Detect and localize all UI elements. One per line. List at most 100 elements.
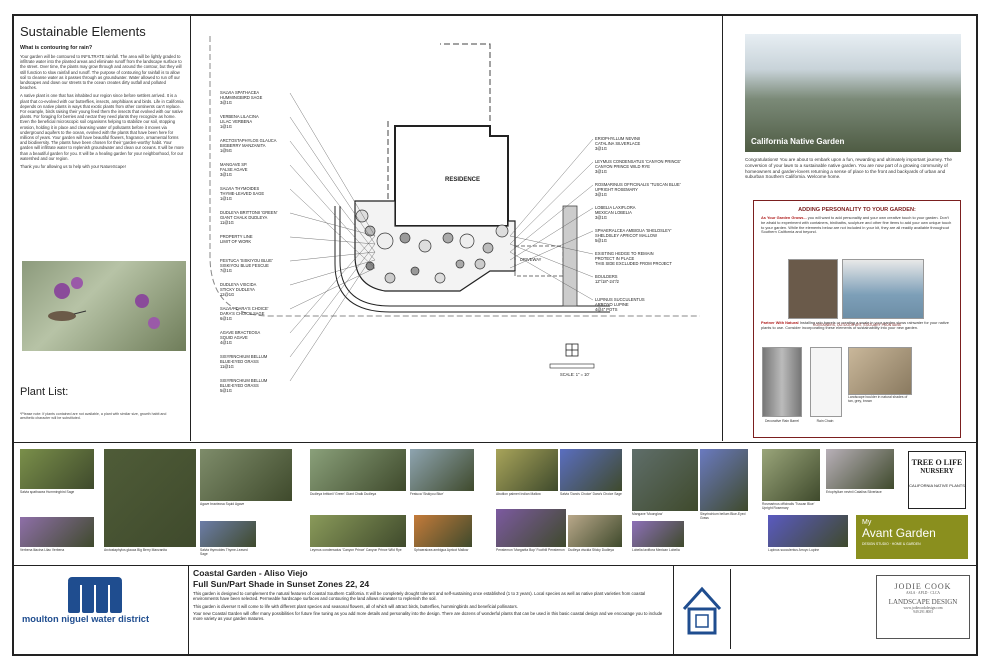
desc-para-2: This garden is diverse! It will come to … (193, 603, 518, 609)
tol-line2: NURSERY (920, 467, 954, 475)
personality-box: ADDING PERSONALITY TO YOUR GARDEN: As Yo… (753, 200, 961, 438)
plant-caption: Lupinus succulentus Arroyo Lupine (768, 548, 820, 552)
jc-phone: 949.291.8003 (913, 610, 933, 614)
scale-label: SCALE: 1" = 10' (560, 372, 590, 377)
title-block: moulton niguel water district Coastal Ga… (14, 565, 976, 655)
partner-text: Partner With Natural Installing rain bar… (761, 320, 953, 331)
personality-body: you will want to add personality and you… (761, 215, 952, 235)
garden-description: Coastal Garden - Aliso Viejo Full Sun/Pa… (188, 565, 674, 655)
substitution-note: *Please note: If plants contained are no… (20, 412, 167, 420)
site-plan: RESIDENCE DRIVEWAY (190, 16, 723, 441)
plant-caption: Verbena lilacina Lilac Verbena (20, 548, 65, 552)
partner-label: Partner With Natural (761, 320, 799, 326)
personality-title: ADDING PERSONALITY TO YOUR GARDEN: (798, 207, 916, 213)
plant-photo (104, 449, 196, 547)
sheet-border (12, 14, 978, 656)
avant-line2: Avant Garden (862, 526, 936, 540)
tree-of-life-logo: TREE O LIFE NURSERY CALIFORNIA NATIVE PL… (908, 451, 966, 509)
avant-line1: My (862, 519, 872, 526)
boulder-photo (848, 347, 912, 395)
jodie-cook-logo: JODIE COOK ASLA · APLD · CLCA LANDSCAPE … (876, 575, 970, 639)
native-plant-text: A native plant is one that has inhabited… (20, 93, 184, 161)
avant-line3: DESIGN STUDIO · HOME & GARDEN (862, 542, 921, 546)
jc-name: JODIE COOK (894, 582, 952, 591)
plant-photo (410, 449, 474, 491)
personality-text: As Your Garden Grows... you will want to… (761, 215, 953, 235)
tol-line1: TREE O LIFE (911, 458, 963, 467)
plant-caption: Lobelia laxiflora Mexican Lobelia (632, 548, 680, 552)
mnwd-logo (20, 571, 188, 635)
left-panel: Sustainable Elements What is contouring … (14, 16, 191, 441)
jc-title: LANDSCAPE DESIGN (888, 598, 958, 606)
plant-caption: Rosmarinus officinalis 'Tuscan Blue' Upr… (762, 502, 815, 510)
garden-title: Coastal Garden - Aliso Viejo (193, 568, 308, 578)
jc-creds: ASLA · APLD · CLCA (906, 591, 940, 595)
plant-caption: Arctostaphylos glauca Big Berry Manzanit… (104, 548, 167, 552)
containers-photo (842, 259, 924, 319)
thanks-text: Thank you for allowing us to help with y… (20, 164, 126, 170)
plant-symbols (355, 209, 509, 284)
plant-photo (560, 449, 622, 491)
plant-photo (768, 515, 848, 547)
plant-callout: LEYMUS CONDENSATUS 'CANYON PRINCE'CANYON… (595, 159, 681, 174)
congrats-text: Congratulations! You are about to embark… (745, 157, 952, 180)
plant-photo (496, 509, 566, 547)
desc-para-3: Your new Coastal Garden will offer many … (193, 610, 663, 622)
rain-chain-caption: Rain Chain (816, 419, 834, 423)
tol-line3: CALIFORNIA NATIVE PLANTS (909, 483, 965, 488)
plant-caption: Salvia thymoides Thyme-Leaved Sage (200, 548, 248, 556)
residence-label: RESIDENCE (445, 177, 480, 183)
rain-barrel-photo (762, 347, 802, 417)
plant-caption: Salvia spathacea Hummingbird Sage (20, 490, 75, 494)
plant-caption: Penstemon 'Margarita Bop' Foothill Penst… (496, 548, 565, 552)
plant-photo (310, 449, 406, 491)
rain-barrel-caption: Decorative Rain Barrel (764, 419, 800, 423)
plant-list-heading: Plant List: (20, 386, 69, 398)
plant-caption: Leymus condensatus 'Canyon Prince' Canyo… (310, 548, 402, 552)
plant-photo (200, 449, 292, 501)
plant-photo (700, 449, 748, 511)
plant-caption: Dudleya viscida Sticky Dudleya (568, 548, 614, 552)
district-name: moulton niguel water district (22, 614, 150, 624)
plant-callout: FESTUCA 'SISKIYOU BLUE'SISKIYOU BLUE FES… (220, 258, 273, 273)
containers-caption: CONTAINERS, OUTDOOR ART, STATUARY FOUNTA… (813, 323, 901, 327)
plant-caption: Sphaeralcea ambigua Apricot Mallow (414, 548, 469, 552)
boulder-caption: Landscape boulder in natural shades of t… (848, 395, 908, 403)
plant-callout: SALVIA 'DARA'S CHOICE'DARA'S CHOICE SAGE… (220, 306, 269, 321)
driveway-label: DRIVEWAY (520, 257, 542, 262)
plant-photo (632, 449, 698, 511)
plant-photo (826, 449, 894, 489)
plant-photo (20, 517, 94, 547)
desc-para-1: This garden is designed to complement th… (193, 591, 646, 602)
plant-caption: Salvia 'Dara's Choice' Dara's Choice Sag… (560, 492, 622, 496)
plant-caption: Sisyrinchium bellum Blue-Eyed Grass (700, 512, 746, 520)
hummingbird-photo (22, 261, 186, 351)
wall-art-photo (788, 259, 838, 319)
right-panel: California Native Garden Congratulations… (723, 16, 976, 441)
plant-photo (496, 449, 558, 491)
avant-garden-logo: My Avant Garden DESIGN STUDIO · HOME & G… (856, 515, 968, 559)
plant-caption: Mangave 'Moonglow' (632, 512, 663, 516)
plant-photo (200, 521, 256, 547)
plant-caption: Festuca 'Siskiyou Blue' (410, 492, 444, 496)
partner-body: Installing rain barrels or creating a sw… (761, 320, 949, 330)
plant-caption: Dudleya brittonii 'Green' Giant Chalk Du… (310, 492, 377, 496)
plant-photo (20, 449, 94, 489)
plant-photo (310, 515, 406, 547)
native-garden-photo: California Native Garden (745, 34, 961, 152)
contouring-text: Your garden will be contoured to INFILTR… (20, 54, 182, 91)
plant-caption: Eriophyllum nevinii Catalina Silverlace (826, 490, 882, 494)
